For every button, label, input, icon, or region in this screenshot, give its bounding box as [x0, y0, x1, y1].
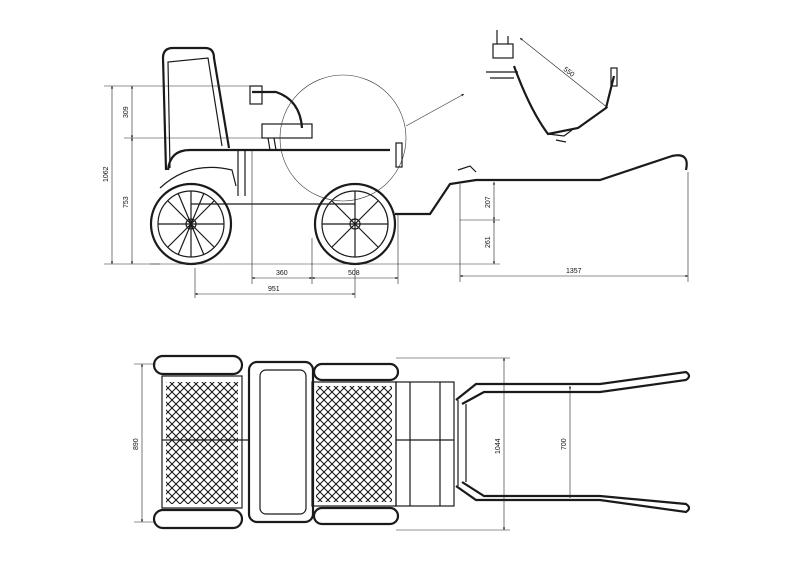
dim-1062: 1062	[103, 85, 250, 265]
dim-951-label: 951	[268, 286, 280, 293]
dim-700-label: 700	[561, 438, 568, 450]
seat-top-inner	[259, 369, 307, 515]
dim-1062-label: 1062	[103, 166, 110, 182]
dim-207-label: 207	[485, 196, 492, 208]
top-view: 890 1044 700	[133, 354, 691, 531]
detail-post	[496, 30, 509, 44]
dim-508-label: 508	[348, 270, 360, 277]
armrest	[252, 90, 304, 129]
whip-holder	[395, 142, 403, 168]
dim-309: 309	[123, 85, 262, 139]
detail-handle	[610, 67, 618, 87]
dim-1357: 1357	[459, 172, 689, 282]
dim-1044-label: 1044	[495, 438, 502, 454]
dim-309-label: 309	[123, 106, 130, 118]
seat-cushion	[261, 123, 313, 139]
shaft-top-lower	[455, 481, 691, 514]
dim-951: 951	[194, 268, 356, 298]
detail-bracket	[492, 43, 514, 59]
dim-1357-label: 1357	[566, 268, 582, 275]
rear-wheel-top-left	[152, 354, 244, 376]
shaft-top-upper	[455, 370, 691, 405]
shaft-hook	[457, 165, 477, 173]
rear-wheel	[149, 182, 233, 266]
rear-platform	[161, 375, 243, 509]
dim-261-label: 261	[485, 236, 492, 248]
detail-pointer	[405, 93, 465, 127]
dim-360-label: 360	[276, 270, 288, 277]
front-wheel	[313, 182, 397, 266]
dim-1044: 1044	[396, 357, 510, 531]
backrest-inner	[167, 57, 223, 169]
detail-foot	[547, 129, 573, 143]
armrest-bracket	[249, 85, 263, 105]
rear-wheel-top-right	[152, 508, 244, 530]
detail-circle	[279, 74, 407, 202]
detail-clamp	[486, 71, 518, 79]
detail-shaft-arm	[512, 65, 616, 136]
dim-261: 261	[485, 219, 496, 265]
front-wheel-top-right	[312, 506, 400, 526]
dim-700: 700	[561, 385, 572, 499]
dim-753: 753	[123, 137, 134, 265]
rear-mesh	[166, 382, 238, 504]
dim-550-line	[519, 37, 609, 109]
backrest-frame	[161, 46, 231, 171]
dim-890-label: 890	[133, 438, 140, 450]
front-box	[395, 381, 455, 507]
dim-890: 890	[133, 363, 156, 523]
detail-view: 550	[486, 30, 618, 143]
front-wheel-top-left	[312, 362, 400, 382]
dim-360: 360	[251, 150, 313, 284]
seat-spring	[267, 137, 277, 151]
dim-753-label: 753	[123, 196, 130, 208]
shaft	[395, 154, 688, 216]
rear-fender	[159, 166, 237, 189]
side-view: 1062 309 753 207 261 360 50	[103, 46, 689, 298]
front-mesh	[316, 386, 392, 502]
dim-207: 207	[460, 181, 500, 221]
shaft-crossbar	[457, 400, 467, 486]
front-box-inner	[396, 382, 454, 506]
frame-strut	[237, 150, 246, 196]
seat-top-outer	[247, 360, 315, 524]
main-frame	[166, 148, 390, 171]
